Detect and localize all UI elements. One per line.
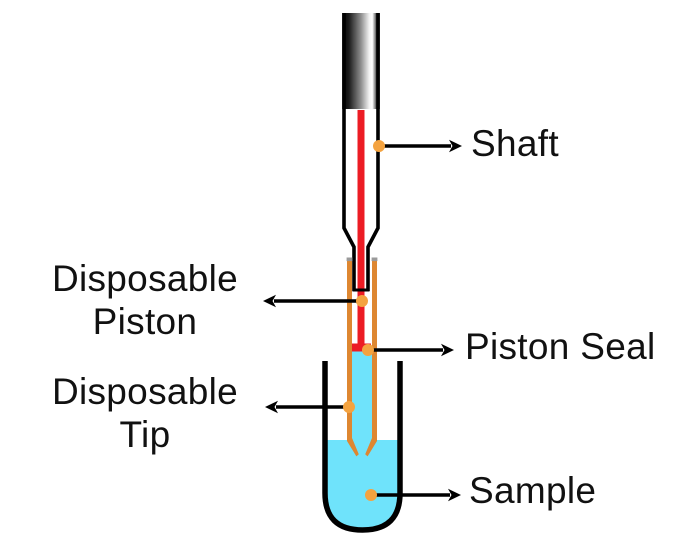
shaft-outline-right <box>366 13 380 291</box>
shaft-outline-left <box>342 13 356 291</box>
disposable-piston-callout-dot <box>356 295 368 307</box>
piston-seal-shape <box>351 343 371 352</box>
piston-seal-callout-dot <box>362 344 374 356</box>
tip-wall-right <box>365 259 377 457</box>
sample-liquid <box>327 440 398 528</box>
sample-callout-dot <box>365 489 377 501</box>
sample-callout-arrowhead <box>448 488 461 502</box>
sample-tube-outline <box>322 361 403 533</box>
disposable-tip-label: Disposable Tip <box>51 371 239 455</box>
disposable-piston-label: Disposable Piston <box>51 258 239 342</box>
disposable-tip-callout-arrowhead <box>265 400 278 414</box>
shaft-body <box>342 13 380 109</box>
disposable-piston-callout-arrowhead <box>263 294 276 308</box>
shaft-label: Shaft <box>471 123 559 164</box>
shaft-callout-arrowhead <box>449 139 462 153</box>
piston-seal-label: Piston Seal <box>465 326 656 367</box>
tip-cap-right <box>371 257 378 262</box>
piston-seal-callout-arrowhead <box>441 343 454 357</box>
sample-label: Sample <box>469 470 597 511</box>
disposable-tip-callout-dot <box>343 401 355 413</box>
shaft-callout-dot <box>373 140 385 152</box>
tip-liquid-column <box>352 348 372 449</box>
tip-cap-left <box>346 257 353 262</box>
